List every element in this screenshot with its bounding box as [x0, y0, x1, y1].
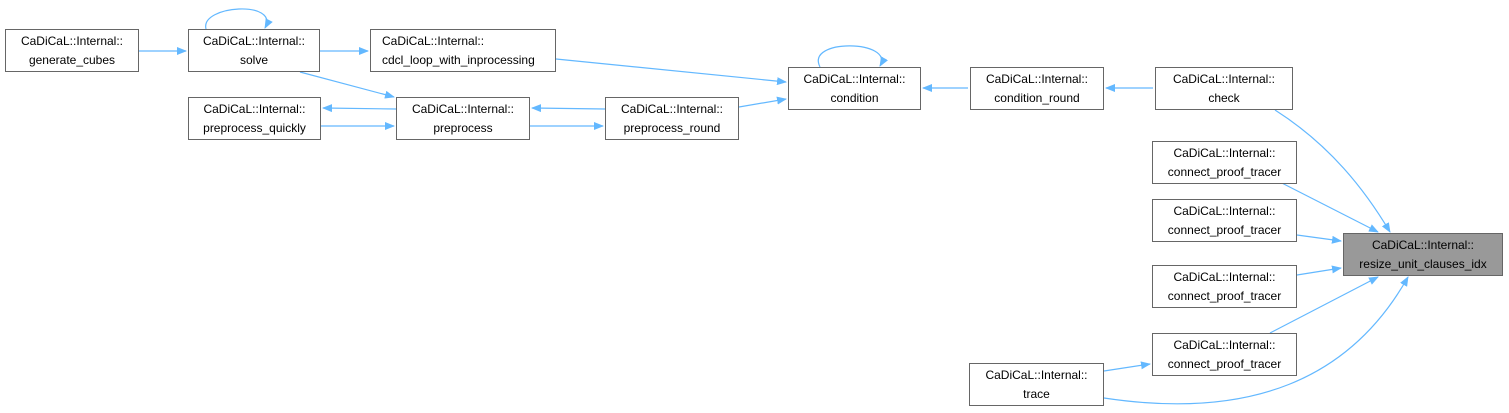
node-condition-round[interactable]: CaDiCaL::Internal::condition_round [970, 67, 1104, 110]
node-namespace: CaDiCaL::Internal:: [1371, 238, 1475, 252]
node-namespace: CaDiCaL::Internal:: [1173, 270, 1276, 284]
node-name: preprocess_round [623, 121, 721, 135]
edge [1103, 276, 1409, 405]
node-trace[interactable]: CaDiCaL::Internal::trace [969, 363, 1104, 406]
node-namespace: CaDiCaL::Internal:: [20, 34, 124, 48]
edge [1269, 176, 1379, 233]
node-name: preprocess_quickly [203, 121, 306, 135]
node-preprocess-quickly[interactable]: CaDiCaL::Internal::preprocess_quickly [188, 97, 321, 140]
edge [1274, 109, 1391, 233]
node-name: generate_cubes [28, 53, 116, 67]
node-connect-proof-tracer[interactable]: CaDiCaL::Internal::connect_proof_tracer [1152, 333, 1297, 376]
edge [1103, 361, 1151, 372]
node-preprocess-round[interactable]: CaDiCaL::Internal::preprocess_round [605, 97, 739, 140]
node-name: condition_round [994, 91, 1080, 105]
node-name: check [1208, 91, 1240, 105]
node-name: solve [239, 53, 268, 67]
edge [299, 71, 395, 99]
node-namespace: CaDiCaL::Internal:: [620, 102, 724, 116]
node-name: connect_proof_tracer [1167, 357, 1282, 371]
node-connect-proof-tracer[interactable]: CaDiCaL::Internal::connect_proof_tracer [1152, 141, 1297, 184]
edge [322, 104, 397, 113]
node-namespace: CaDiCaL::Internal:: [1172, 72, 1276, 86]
node-connect-proof-tracer[interactable]: CaDiCaL::Internal::connect_proof_tracer [1152, 265, 1297, 308]
edge [738, 96, 787, 108]
edge [817, 45, 888, 68]
node-cdcl-loop-with-inprocessing[interactable]: CaDiCaL::Internal::cdcl_loop_with_inproc… [370, 29, 556, 72]
node-name: resize_unit_clauses_idx [1359, 257, 1487, 271]
node-namespace: CaDiCaL::Internal:: [985, 72, 1089, 86]
node-generate-cubes[interactable]: CaDiCaL::Internal::generate_cubes [5, 29, 139, 72]
node-preprocess[interactable]: CaDiCaL::Internal::preprocess [396, 97, 530, 140]
node-solve[interactable]: CaDiCaL::Internal::solve [188, 29, 320, 72]
node-name: connect_proof_tracer [1167, 223, 1282, 237]
node-name: connect_proof_tracer [1167, 289, 1282, 303]
node-name: connect_proof_tracer [1167, 165, 1282, 179]
node-resize-unit-clauses-idx-current: CaDiCaL::Internal::resize_unit_clauses_i… [1343, 233, 1503, 276]
node-namespace: CaDiCaL::Internal:: [985, 368, 1088, 382]
edge [1269, 276, 1379, 334]
node-namespace: CaDiCaL::Internal:: [411, 102, 515, 116]
node-name: cdcl_loop_with_inprocessing [382, 53, 535, 67]
node-namespace: CaDiCaL::Internal:: [202, 34, 306, 48]
node-namespace: CaDiCaL::Internal:: [382, 34, 485, 48]
node-check[interactable]: CaDiCaL::Internal::check [1155, 67, 1293, 110]
node-name: preprocess [433, 121, 493, 135]
node-namespace: CaDiCaL::Internal:: [1173, 338, 1276, 352]
edge [1296, 265, 1342, 276]
node-name: trace [1023, 387, 1050, 401]
node-namespace: CaDiCaL::Internal:: [803, 72, 906, 86]
edge [1296, 234, 1342, 244]
node-condition[interactable]: CaDiCaL::Internal::condition [788, 67, 921, 110]
node-namespace: CaDiCaL::Internal:: [1173, 146, 1276, 160]
edge [555, 58, 787, 86]
edge [531, 104, 606, 113]
node-name: condition [830, 91, 879, 105]
edge [205, 8, 273, 30]
node-connect-proof-tracer[interactable]: CaDiCaL::Internal::connect_proof_tracer [1152, 199, 1297, 242]
node-namespace: CaDiCaL::Internal:: [203, 102, 306, 116]
node-namespace: CaDiCaL::Internal:: [1173, 204, 1276, 218]
